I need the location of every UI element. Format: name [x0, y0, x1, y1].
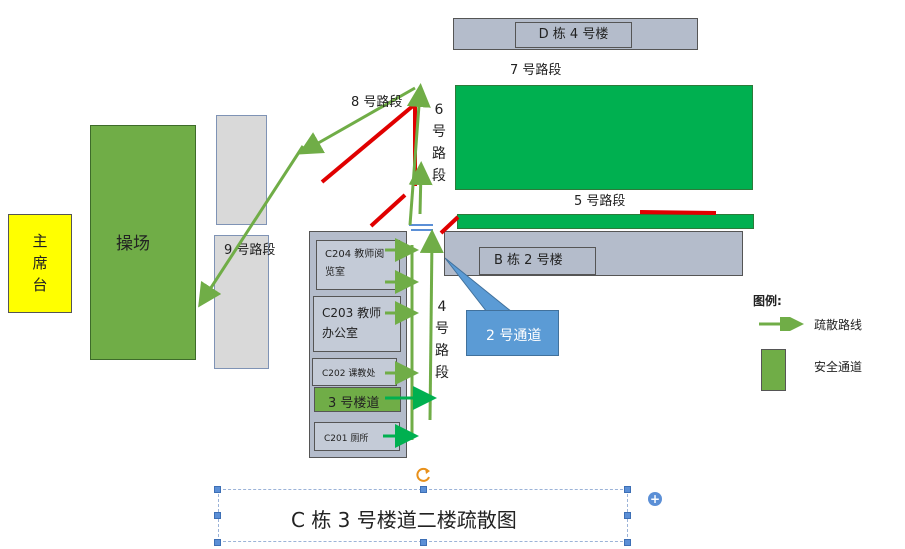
resize-handle-bm[interactable]	[420, 539, 427, 546]
b-building-label: B 栋 2 号楼	[479, 247, 596, 275]
resize-handle-tm[interactable]	[420, 486, 427, 493]
legend-route-arrow	[759, 317, 804, 331]
main-stage	[8, 214, 72, 313]
resize-handle-ml[interactable]	[214, 512, 221, 519]
room-c204-label: C204 教师阅览室	[325, 249, 385, 278]
road-9-building-top	[216, 115, 267, 225]
resize-handle-tl[interactable]	[214, 486, 221, 493]
passage-2-label: 2 号通道	[486, 328, 542, 344]
legend-safe-label: 安全通道	[814, 360, 863, 374]
road-4-label: 4号路段	[435, 299, 449, 381]
resize-handle-br[interactable]	[624, 539, 631, 546]
legend-title: 图例:	[753, 294, 782, 308]
red-barriers	[320, 102, 717, 235]
route-lines	[198, 83, 444, 448]
road-7-label: 7 号路段	[510, 63, 562, 78]
resize-handle-mr[interactable]	[624, 512, 631, 519]
road-8-label: 8 号路段	[351, 95, 403, 110]
main-stage-label: 主席台	[32, 232, 48, 294]
legend-route-label: 疏散路线	[814, 318, 863, 332]
road-9-building-bottom	[214, 235, 269, 369]
resize-handle-tr[interactable]	[624, 486, 631, 493]
road-6-label: 6号路段	[432, 102, 446, 184]
road-5-safe-strip	[457, 214, 754, 229]
page-title[interactable]: C 栋 3 号楼道二楼疏散图	[291, 508, 517, 532]
road-5-label: 5 号路段	[574, 194, 626, 209]
room-c202-label: C202 课教处	[322, 369, 376, 379]
resize-handle-bl[interactable]	[214, 539, 221, 546]
rotate-handle-icon[interactable]	[415, 466, 433, 484]
room-c203-label: C203 教师办公室	[322, 306, 382, 340]
stair-3-label: 3 号楼道	[328, 396, 380, 411]
playground-label: 操场	[116, 234, 150, 254]
room-c203	[313, 296, 401, 352]
passage-mark	[409, 224, 433, 231]
d-building	[453, 18, 698, 50]
playground	[90, 125, 196, 360]
room-c201-label: C201 厕所	[324, 434, 369, 444]
b-building	[444, 231, 743, 276]
callout-pointer	[444, 257, 514, 313]
safe-area-top	[455, 85, 753, 190]
d-building-label: D 栋 4 号楼	[515, 22, 632, 48]
passage-2-callout	[466, 310, 559, 356]
add-layout-icon[interactable]: +	[648, 492, 662, 506]
legend-safe-swatch	[761, 349, 786, 391]
room-c202	[312, 358, 397, 386]
